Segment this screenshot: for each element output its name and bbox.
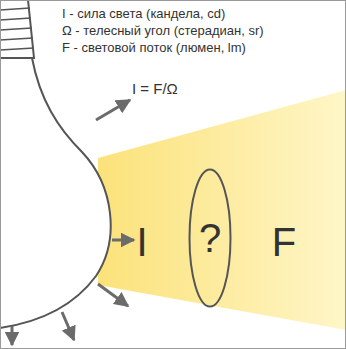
ray-arrows [12,100,134,345]
legend-note: Ω - телесный угол (стерадиан, sr) [62,23,264,39]
formula: I = F/Ω [132,80,178,98]
solid-angle-ellipse: ? [188,168,232,308]
question-mark: ? [199,216,221,261]
light-beam [98,90,346,330]
legend-note: I - сила света (кандела, cd) [62,6,225,22]
symbol-label: I [136,218,147,266]
legend-note: F - световой поток (люмен, lm) [62,40,246,56]
symbol-label: F [272,218,296,266]
